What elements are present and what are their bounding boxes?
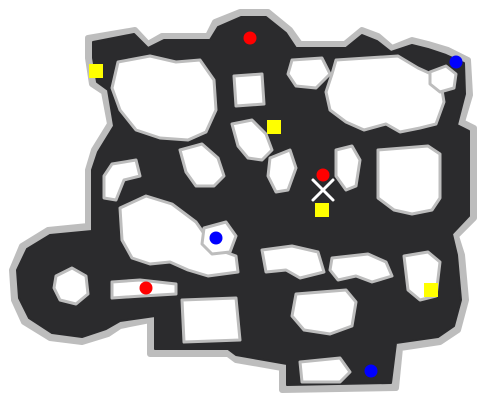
dungeon-layout bbox=[9, 9, 477, 393]
dungeon-voids bbox=[52, 54, 458, 384]
red-marker-dot[interactable] bbox=[316, 168, 330, 182]
blue-marker-dot[interactable] bbox=[449, 55, 463, 69]
map-markers bbox=[89, 31, 463, 378]
red-marker-dot[interactable] bbox=[243, 31, 257, 45]
yellow-marker-square[interactable] bbox=[424, 283, 438, 297]
blue-marker-dot[interactable] bbox=[364, 364, 378, 378]
yellow-marker-square[interactable] bbox=[267, 120, 281, 134]
yellow-marker-square[interactable] bbox=[315, 203, 329, 217]
crossed-swords-icon[interactable] bbox=[311, 178, 335, 202]
yellow-marker-square[interactable] bbox=[89, 64, 103, 78]
blue-marker-dot[interactable] bbox=[209, 231, 223, 245]
red-marker-dot[interactable] bbox=[139, 281, 153, 295]
